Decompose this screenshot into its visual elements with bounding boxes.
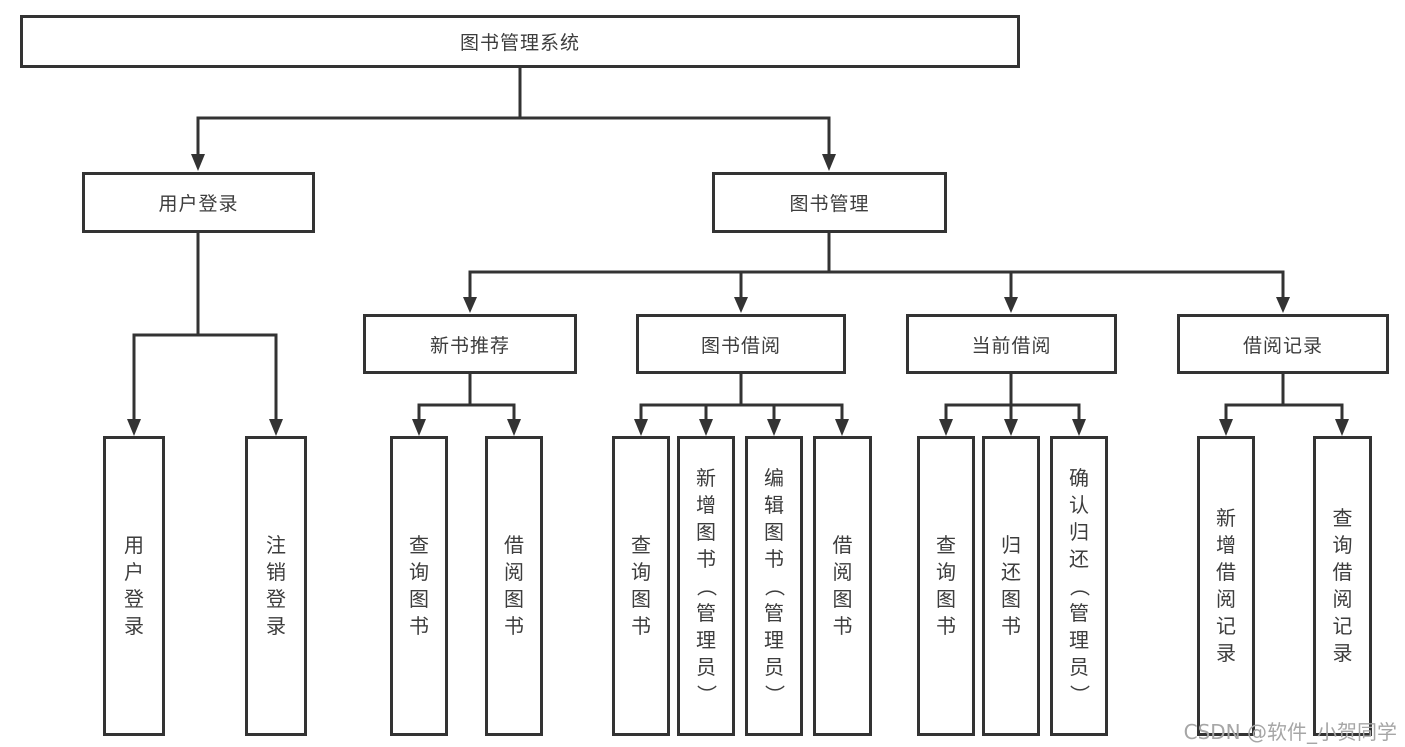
node-current-borrowing: 当前借阅 — [906, 314, 1117, 374]
vertical-char: 新 — [696, 465, 716, 490]
vertical-char: 登 — [124, 587, 144, 611]
vertical-char: 还 — [1001, 560, 1021, 584]
vertical-char: 归 — [1001, 533, 1021, 557]
leaf-newrec-query-books: 查询图书 — [390, 436, 448, 736]
vertical-char: 录 — [266, 614, 286, 638]
leaf-newrec-borrow-books: 借阅图书 — [485, 436, 543, 736]
vertical-char: 归 — [1069, 519, 1089, 544]
vertical-char: 询 — [409, 560, 429, 584]
vertical-char: 记 — [1216, 614, 1236, 638]
vertical-char: 管 — [696, 600, 716, 625]
vertical-char: 询 — [936, 560, 956, 584]
vertical-char: 书 — [832, 614, 853, 638]
leaf-borrow-query-books: 查询图书 — [612, 436, 670, 736]
vertical-char: 阅 — [1332, 587, 1353, 611]
vertical-char: 登 — [266, 587, 286, 611]
leaf-current-return-books: 归还图书 — [982, 436, 1040, 736]
vertical-char: 阅 — [504, 560, 524, 584]
vertical-char: 查 — [1332, 506, 1353, 530]
vertical-char: （ — [762, 576, 787, 596]
vertical-char: 书 — [936, 614, 956, 638]
vertical-char: ） — [762, 684, 787, 704]
vertical-char: 增 — [1216, 533, 1236, 557]
vertical-char: 记 — [1332, 614, 1353, 638]
vertical-char: 图 — [504, 587, 524, 611]
connector-records-to-leaves — [1219, 374, 1349, 436]
vertical-char: 借 — [504, 533, 524, 557]
node-new-book-recommendation: 新书推荐 — [363, 314, 577, 374]
csdn-watermark: CSDN @软件_小贺同学 — [1183, 720, 1397, 744]
leaf-current-query-books: 查询图书 — [917, 436, 975, 736]
vertical-char: 新 — [1216, 506, 1236, 530]
vertical-char: 销 — [266, 560, 286, 584]
vertical-char: 书 — [409, 614, 429, 638]
vertical-char: 询 — [631, 560, 651, 584]
vertical-char: （ — [694, 576, 719, 596]
vertical-char: 查 — [631, 533, 651, 557]
vertical-char: 辑 — [764, 492, 784, 517]
leaf-borrow-add-books-admin: 新增图书 （ 管理员 ） — [677, 436, 735, 736]
connector-root-to-level2 — [191, 68, 836, 171]
vertical-char: 阅 — [1216, 587, 1236, 611]
node-book-management-system: 图书管理系统 — [20, 15, 1020, 68]
leaf-records-add-record: 新增借阅记录 — [1197, 436, 1255, 736]
vertical-char: 管 — [764, 600, 784, 625]
connector-current-to-leaves — [939, 374, 1086, 436]
vertical-char: 书 — [631, 614, 651, 638]
leaf-current-confirm-return-admin: 确认归还 （ 管理员 ） — [1050, 436, 1108, 736]
node-user-login: 用户登录 — [82, 172, 315, 233]
vertical-char: 图 — [631, 587, 651, 611]
vertical-char: 询 — [1332, 533, 1353, 557]
vertical-char: 查 — [409, 533, 429, 557]
vertical-char: 查 — [936, 533, 956, 557]
vertical-char: 确 — [1069, 465, 1089, 490]
vertical-char: 用 — [124, 533, 144, 557]
vertical-char: 增 — [696, 492, 716, 517]
vertical-char: 图 — [832, 587, 853, 611]
vertical-char: ） — [1067, 684, 1092, 704]
vertical-char: 理 — [764, 627, 784, 652]
leaf-borrow-borrow-books: 借阅图书 — [813, 436, 872, 736]
vertical-char: 借 — [1216, 560, 1236, 584]
vertical-char: 录 — [1216, 641, 1236, 665]
vertical-char: 书 — [764, 546, 784, 571]
vertical-char: 录 — [124, 614, 144, 638]
vertical-char: 还 — [1069, 546, 1089, 571]
vertical-char: 图 — [409, 587, 429, 611]
connector-borrow-to-leaves — [634, 374, 849, 436]
connector-bookmgmt-to-level3 — [463, 233, 1290, 313]
vertical-char: 编 — [764, 465, 784, 490]
vertical-char: 管 — [1069, 600, 1089, 625]
node-book-management: 图书管理 — [712, 172, 947, 233]
node-book-borrowing: 图书借阅 — [636, 314, 846, 374]
vertical-char: 图 — [696, 519, 716, 544]
connector-newrec-to-leaves — [412, 374, 521, 436]
leaf-borrow-edit-books-admin: 编辑图书 （ 管理员 ） — [745, 436, 803, 736]
vertical-char: 借 — [1332, 560, 1353, 584]
vertical-char: 图 — [936, 587, 956, 611]
vertical-char: 注 — [266, 533, 286, 557]
vertical-char: 录 — [1332, 641, 1353, 665]
connector-userlogin-to-leaves — [127, 233, 283, 436]
vertical-char: 书 — [696, 546, 716, 571]
node-borrowing-records: 借阅记录 — [1177, 314, 1389, 374]
leaf-user-login: 用户登录 — [103, 436, 165, 736]
vertical-char: 认 — [1069, 492, 1089, 517]
vertical-char: 理 — [696, 627, 716, 652]
vertical-char: 员 — [764, 654, 784, 679]
vertical-char: 户 — [124, 560, 144, 584]
vertical-char: 阅 — [832, 560, 853, 584]
vertical-char: 书 — [504, 614, 524, 638]
vertical-char: 图 — [764, 519, 784, 544]
vertical-char: 借 — [832, 533, 853, 557]
vertical-char: （ — [1067, 576, 1092, 596]
vertical-char: 员 — [696, 654, 716, 679]
vertical-char: 理 — [1069, 627, 1089, 652]
leaf-logout: 注销登录 — [245, 436, 307, 736]
leaf-records-query-record: 查询借阅记录 — [1313, 436, 1372, 736]
vertical-char: 书 — [1001, 614, 1021, 638]
vertical-char: 图 — [1001, 587, 1021, 611]
vertical-char: ） — [694, 684, 719, 704]
vertical-char: 员 — [1069, 654, 1089, 679]
